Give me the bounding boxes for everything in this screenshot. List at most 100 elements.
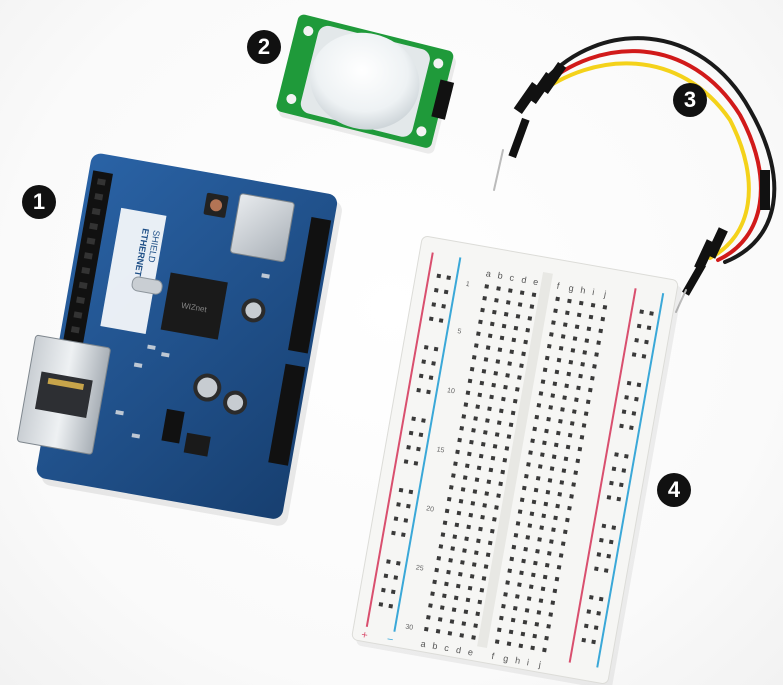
breadboard-hole	[480, 441, 486, 447]
breadboard-hole	[393, 575, 399, 580]
breadboard-hole	[483, 564, 489, 569]
breadboard-hole	[474, 477, 480, 483]
breadboard-hole	[471, 428, 476, 433]
breadboard-hole	[523, 546, 528, 552]
breadboard-hole	[544, 635, 549, 641]
breadboard-hole	[555, 296, 560, 302]
breadboard-hole	[616, 496, 622, 502]
column-letter: f	[491, 651, 496, 661]
breadboard-hole	[529, 304, 535, 309]
column-letter: h	[580, 285, 587, 296]
breadboard-hole	[533, 560, 538, 566]
breadboard-hole	[521, 485, 527, 491]
breadboard-hole	[512, 398, 518, 404]
breadboard-hole	[413, 461, 419, 466]
breadboard-channel	[477, 272, 553, 648]
breadboard-hole	[431, 361, 436, 366]
column-letter: j	[537, 659, 542, 669]
breadboard-hole	[631, 411, 637, 416]
breadboard-hole	[538, 391, 544, 396]
breadboard-hole	[546, 551, 552, 556]
column-letter: d	[455, 645, 462, 656]
breadboard-hole	[500, 469, 506, 475]
breadboard-hole	[649, 311, 654, 316]
breadboard-hole	[476, 538, 481, 544]
breadboard-hole	[634, 337, 639, 343]
breadboard-hole	[428, 603, 433, 608]
breadboard-hole	[513, 325, 519, 331]
breadboard-hole	[489, 321, 495, 327]
breadboard-hole	[593, 625, 599, 630]
breadboard-hole	[522, 619, 528, 625]
breadboard-hole	[526, 462, 531, 467]
breadboard-hole	[621, 468, 627, 473]
breadboard-hole	[446, 569, 451, 575]
breadboard-hole	[544, 428, 549, 434]
callout-4: 4	[657, 473, 691, 507]
breadboard-hole	[512, 605, 518, 611]
breadboard-hole	[496, 420, 502, 426]
breadboard-hole	[469, 574, 475, 579]
breadboard-hole	[636, 323, 642, 329]
crystal	[131, 276, 163, 295]
breadboard-hole	[571, 482, 576, 487]
breadboard-hole	[537, 537, 542, 542]
breadboard-hole	[507, 361, 512, 366]
breadboard-hole	[551, 454, 557, 460]
breadboard-hole	[515, 314, 521, 319]
breadboard-hole	[553, 308, 558, 314]
breadboard-hole	[437, 617, 443, 622]
breadboard-hole	[546, 343, 552, 349]
breadboard-hole	[517, 582, 522, 587]
row-number: 1	[465, 281, 470, 289]
breadboard-hole	[442, 520, 448, 526]
breadboard-hole	[416, 446, 421, 452]
breadboard-hole	[388, 603, 394, 609]
sd-card-slot	[230, 193, 295, 263]
breadboard-hole	[487, 540, 493, 546]
breadboard-hole	[497, 347, 503, 353]
breadboard-hole	[421, 418, 426, 423]
breadboard-hole	[383, 573, 389, 579]
breadboard-hole	[569, 421, 575, 426]
breadboard-hole	[575, 458, 581, 464]
breadboard-hole	[621, 409, 627, 415]
breadboard-hole	[428, 316, 434, 322]
breadboard-hole	[550, 600, 556, 606]
breadboard-hole	[574, 324, 580, 330]
column-letter: j	[602, 289, 607, 299]
row-number: 10	[446, 387, 455, 395]
breadboard-hole	[530, 438, 535, 444]
breadboard-hole	[426, 615, 431, 620]
pir-sensor	[276, 14, 456, 154]
breadboard-hole	[523, 339, 528, 345]
breadboard-hole	[527, 523, 533, 528]
breadboard-hole	[514, 387, 520, 392]
breadboard-hole	[629, 425, 634, 431]
breadboard-hole	[503, 311, 509, 317]
breadboard-hole	[510, 617, 516, 623]
breadboard-hole	[588, 595, 594, 600]
breadboard-hole	[576, 312, 582, 318]
breadboard-hole	[608, 539, 614, 545]
breadboard-hole	[501, 323, 507, 329]
breadboard-hole	[421, 359, 427, 364]
breadboard-hole	[534, 621, 540, 627]
breadboard-hole	[451, 607, 457, 613]
breadboard-hole	[543, 501, 549, 507]
breadboard-hole	[446, 275, 451, 281]
breadboard-hole	[478, 526, 483, 532]
column-letter: b	[497, 270, 504, 281]
breadboard-hole	[430, 591, 435, 597]
column-letter: d	[521, 274, 528, 285]
row-number: 5	[457, 328, 462, 336]
breadboard-hole	[472, 489, 478, 494]
breadboard-hole	[496, 286, 501, 291]
column-letter: g	[503, 653, 510, 664]
breadboard-hole	[426, 389, 431, 395]
breadboard-hole	[594, 566, 599, 572]
breadboard-hole	[485, 418, 490, 423]
breadboard-hole	[558, 553, 564, 558]
breadboard-hole	[455, 449, 460, 455]
